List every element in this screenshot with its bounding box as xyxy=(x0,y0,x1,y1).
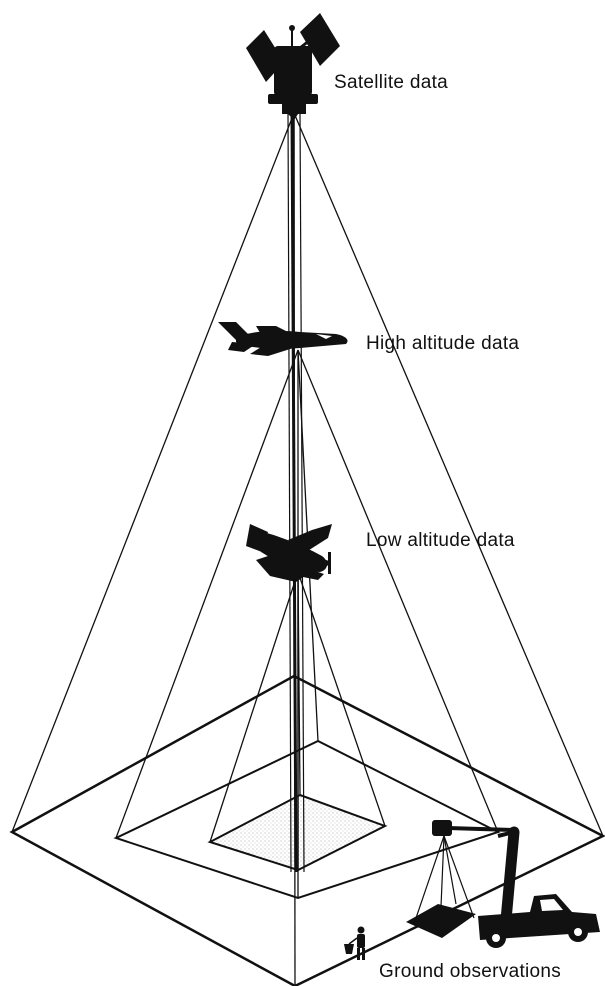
propeller-airplane-icon xyxy=(246,524,332,582)
satellite-data-label: Satellite data xyxy=(334,72,449,93)
satellite-icon xyxy=(246,13,340,120)
low-altitude-view-cone xyxy=(209,571,386,870)
high-altitude-data-label: High altitude data xyxy=(366,333,520,354)
low-altitude-data-label: Low altitude data xyxy=(366,530,515,551)
person-icon xyxy=(344,926,365,960)
ground-observations-label: Ground observations xyxy=(379,961,562,982)
jet-airplane-icon xyxy=(218,322,348,356)
nadir-shaft xyxy=(287,112,305,873)
bucket-truck-icon xyxy=(406,820,600,948)
